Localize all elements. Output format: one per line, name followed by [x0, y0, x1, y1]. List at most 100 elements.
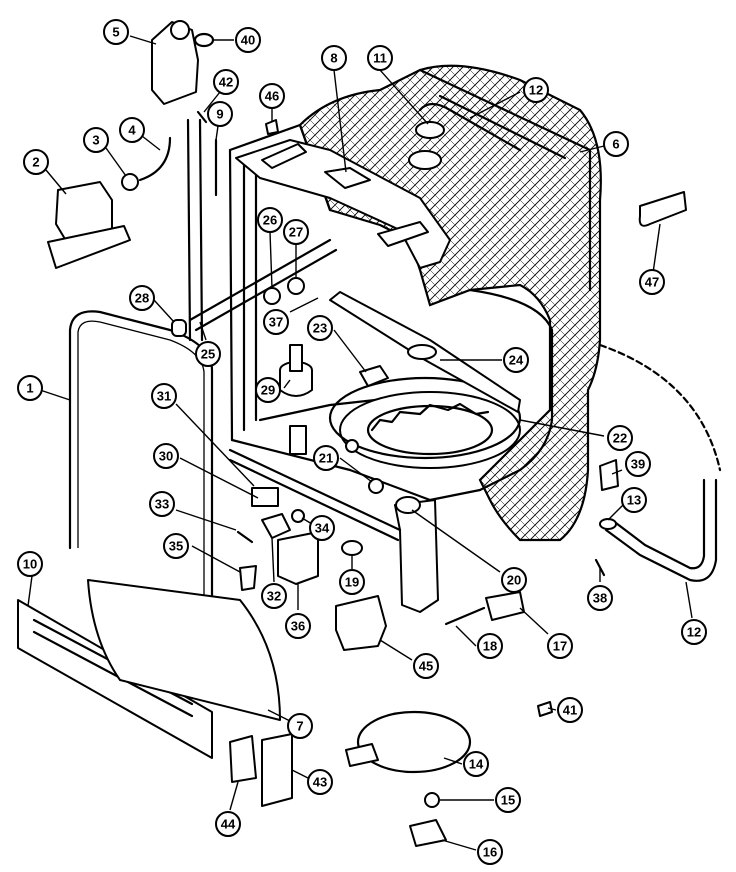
- callout-34-text: 34: [315, 521, 330, 536]
- callout-33: 33: [149, 491, 175, 517]
- callout-3-text: 3: [92, 133, 99, 148]
- callout-15: 15: [495, 787, 521, 813]
- leader-10: [27, 575, 33, 607]
- callout-18-text: 18: [483, 639, 497, 654]
- leader-21: [339, 457, 373, 483]
- leader-2: [45, 169, 67, 195]
- callout-24-text: 24: [509, 353, 524, 368]
- callout-4: 4: [119, 117, 145, 143]
- callout-labels: 1 2 3 4 5 6 7 8 9 10 11 12 12 13 14 15 1…: [17, 19, 707, 865]
- rack-bracket: [324, 167, 371, 189]
- callout-46-text: 46: [265, 89, 279, 104]
- leader-37: [289, 297, 319, 313]
- callout-15-text: 15: [501, 793, 515, 808]
- callout-35-text: 35: [169, 539, 183, 554]
- leader-5: [129, 35, 157, 45]
- rail-bracket-right: [377, 221, 429, 247]
- callout-2: 2: [23, 149, 49, 175]
- callout-25-text: 25: [201, 347, 215, 362]
- leader-44: [229, 781, 239, 811]
- foam-block: [335, 595, 387, 651]
- mounting-screw: [444, 606, 486, 626]
- callout-1-text: 1: [26, 381, 33, 396]
- leveling-leg: [239, 565, 257, 591]
- leader-17: [519, 607, 549, 635]
- callout-32-text: 32: [267, 589, 281, 604]
- callout-5-text: 5: [112, 25, 119, 40]
- callout-44: 44: [215, 811, 241, 837]
- leader-16: [441, 839, 477, 851]
- terminal-block: [277, 531, 319, 585]
- callout-31: 31: [151, 383, 177, 409]
- callout-1: 1: [17, 375, 43, 401]
- o-ring: [193, 32, 215, 48]
- rack-bumper: [171, 319, 187, 337]
- callout-36-text: 36: [291, 619, 305, 634]
- callout-12a: 12: [523, 77, 549, 103]
- callout-42: 42: [213, 69, 239, 95]
- callout-43: 43: [307, 769, 333, 795]
- washer: [291, 509, 305, 523]
- callout-25: 25: [195, 341, 221, 367]
- callout-14-text: 14: [469, 757, 484, 772]
- callout-17: 17: [547, 633, 573, 659]
- callout-28: 28: [129, 285, 155, 311]
- callout-17-text: 17: [553, 639, 567, 654]
- door-switch: [251, 487, 279, 507]
- small-fastener: [537, 701, 553, 717]
- leader-14: [443, 757, 463, 765]
- callout-8-text: 8: [330, 51, 337, 66]
- callout-47-text: 47: [645, 275, 659, 290]
- side-bracket: [599, 459, 619, 491]
- sound-pad: [261, 733, 293, 807]
- callout-31-text: 31: [157, 389, 171, 404]
- ring-terminal: [345, 743, 379, 767]
- callout-13: 13: [621, 487, 647, 513]
- leader-29: [283, 379, 291, 389]
- callout-20: 20: [501, 567, 527, 593]
- callout-11-text: 11: [373, 51, 387, 66]
- callout-36: 36: [285, 613, 311, 639]
- callout-12a-text: 12: [529, 83, 543, 98]
- valve-bracket: [47, 225, 131, 269]
- spray-arm-clip: [359, 365, 389, 387]
- pump-bracket: [394, 499, 439, 613]
- float-guide: [289, 425, 307, 455]
- callout-40-text: 40: [241, 33, 255, 48]
- callout-47: 47: [639, 269, 665, 295]
- leader-lines: [27, 35, 693, 851]
- fill-hose-core: [139, 137, 171, 181]
- callout-41-text: 41: [563, 703, 577, 718]
- retaining-clip: [409, 819, 447, 847]
- leader-28: [153, 299, 175, 323]
- leader-32: [271, 537, 275, 583]
- hose-clamp-small: [121, 173, 139, 191]
- callout-23: 23: [307, 315, 333, 341]
- spray-arm-hub: [407, 344, 437, 360]
- callout-30-text: 30: [159, 449, 173, 464]
- clamp-screw: [594, 558, 606, 577]
- leader-41: [547, 707, 557, 711]
- sump-cover: [339, 391, 521, 469]
- leader-11: [379, 69, 429, 125]
- screw: [236, 530, 254, 544]
- callout-9-text: 9: [216, 107, 223, 122]
- callout-11: 11: [367, 45, 393, 71]
- vent-cap: [424, 792, 440, 808]
- upper-rail: [235, 139, 451, 269]
- leader-9: [215, 125, 219, 141]
- tub-assembly: [228, 64, 602, 542]
- latch-bracket: [261, 513, 291, 539]
- callout-27: 27: [283, 219, 309, 245]
- callout-7-text: 7: [296, 719, 303, 734]
- callout-26: 26: [257, 207, 283, 233]
- callout-22-text: 22: [613, 431, 627, 446]
- callout-19-text: 19: [345, 575, 359, 590]
- callout-38: 38: [587, 585, 613, 611]
- overflow-line: [598, 343, 722, 472]
- hose-clamp-bracket: [638, 191, 687, 227]
- callout-6: 6: [603, 131, 629, 157]
- callout-16: 16: [477, 839, 503, 865]
- wire-clip: [265, 119, 279, 135]
- callout-2-text: 2: [32, 155, 39, 170]
